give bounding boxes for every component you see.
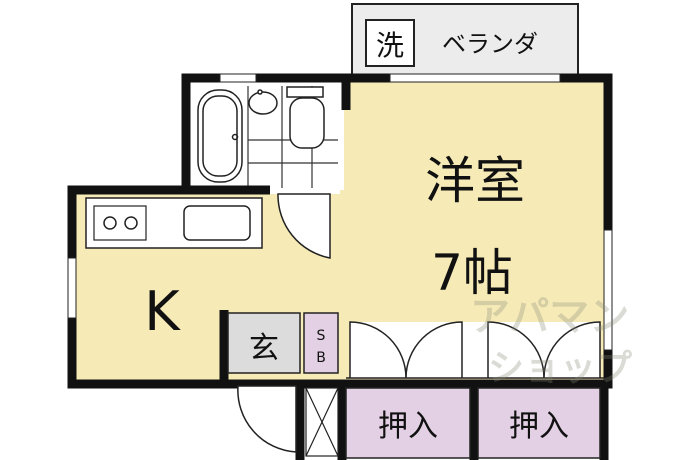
- room-size-label: 7帖: [431, 244, 513, 302]
- kitchen-sink-icon: [183, 205, 251, 241]
- kitchen-counter: [85, 197, 263, 249]
- washer-space: [365, 19, 415, 67]
- svg-text:ショップ: ショップ: [488, 348, 632, 389]
- window: [603, 229, 613, 351]
- window: [219, 73, 257, 83]
- watermark-logo: アパマン ショップ: [470, 294, 632, 389]
- window: [389, 73, 561, 83]
- bathroom-door: [277, 193, 331, 259]
- veranda-label: ベランダ: [442, 30, 538, 58]
- closet-left-label: 押入: [378, 409, 438, 444]
- veranda: [351, 3, 579, 81]
- shoe-box: [303, 312, 339, 374]
- window: [67, 257, 77, 319]
- walls: [67, 73, 613, 460]
- stove-icon: [93, 205, 147, 241]
- kitchen-label: K: [144, 280, 181, 343]
- entrance-door: [237, 385, 297, 453]
- closet-right: [477, 387, 601, 459]
- entrance: [227, 312, 301, 374]
- shoebox-label-b: B: [316, 350, 326, 366]
- washer-label: 洗: [376, 29, 404, 62]
- bathtub-icon: [197, 89, 243, 183]
- hatched-box: [305, 387, 339, 457]
- entrance-label: 玄: [249, 331, 279, 366]
- room-type-label: 洋室: [425, 152, 525, 210]
- closet-left: [345, 387, 471, 459]
- toilet-icon: [286, 86, 325, 149]
- svg-text:アパマン: アパマン: [470, 294, 629, 340]
- sink-icon: [248, 89, 278, 115]
- closet-right-label: 押入: [509, 409, 569, 444]
- shoebox-label-s: S: [317, 328, 326, 344]
- closet-doors: [346, 321, 604, 379]
